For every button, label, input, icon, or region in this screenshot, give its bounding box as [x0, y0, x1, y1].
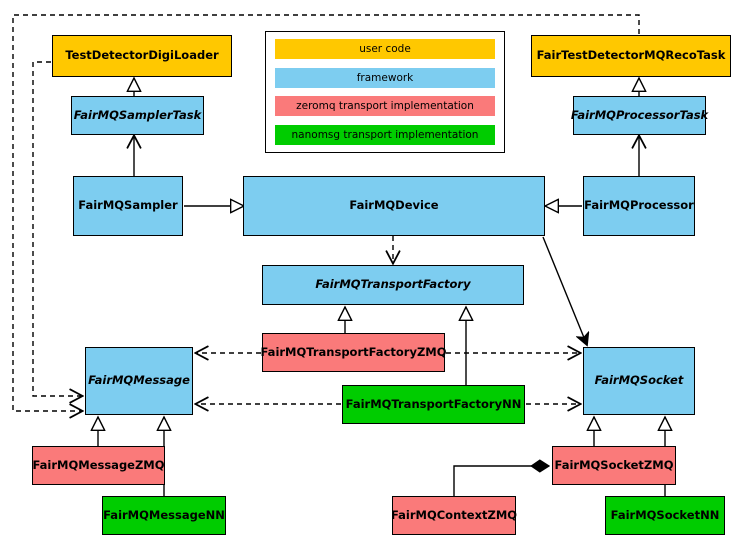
class-box-fairmqsamplertask[interactable]: FairMQSamplerTask: [71, 96, 204, 135]
class-box-fairmqtransportfactorynn[interactable]: FairMQTransportFactoryNN: [342, 385, 525, 424]
class-box-fairmqsampler[interactable]: FairMQSampler: [73, 176, 183, 236]
class-box-fairmqmessagezmq[interactable]: FairMQMessageZMQ: [32, 446, 165, 485]
legend-item-framework: framework: [275, 67, 495, 88]
legend-panel: user code framework zeromq transport imp…: [265, 31, 505, 153]
class-box-testdetectordigiloader[interactable]: TestDetectorDigiLoader: [52, 35, 232, 77]
class-box-fairmqprocessortask[interactable]: FairMQProcessorTask: [571, 96, 708, 135]
class-box-fairmqtransportfactoryzmq[interactable]: FairMQTransportFactoryZMQ: [261, 333, 447, 372]
class-box-fairmqsocketnn[interactable]: FairMQSocketNN: [605, 496, 725, 535]
class-box-fairmqmessage[interactable]: FairMQMessage: [85, 347, 193, 415]
class-box-fairmqprocessor[interactable]: FairMQProcessor: [583, 176, 695, 236]
legend-item-user-code: user code: [275, 39, 495, 59]
legend-item-zeromq: zeromq transport implementation: [275, 96, 495, 117]
class-box-fairmqsocket[interactable]: FairMQSocket: [583, 347, 695, 415]
edge-device-to-socket: [542, 236, 587, 345]
class-box-fairmqmessagenn[interactable]: FairMQMessageNN: [102, 496, 226, 535]
class-box-fairmqdevice[interactable]: FairMQDevice: [243, 176, 545, 236]
class-box-fairmqsocketzmq[interactable]: FairMQSocketZMQ: [552, 446, 676, 485]
class-box-fairtestdetectormqrecotask[interactable]: FairTestDetectorMQRecoTask: [531, 35, 731, 77]
legend-item-nanomsg: nanomsg transport implementation: [275, 124, 495, 145]
edge-contextzmq-to-socketzmq: [453, 466, 549, 496]
class-box-fairmqtransportfactory[interactable]: FairMQTransportFactory: [262, 265, 524, 305]
class-box-fairmqcontextzmq[interactable]: FairMQContextZMQ: [391, 496, 517, 535]
